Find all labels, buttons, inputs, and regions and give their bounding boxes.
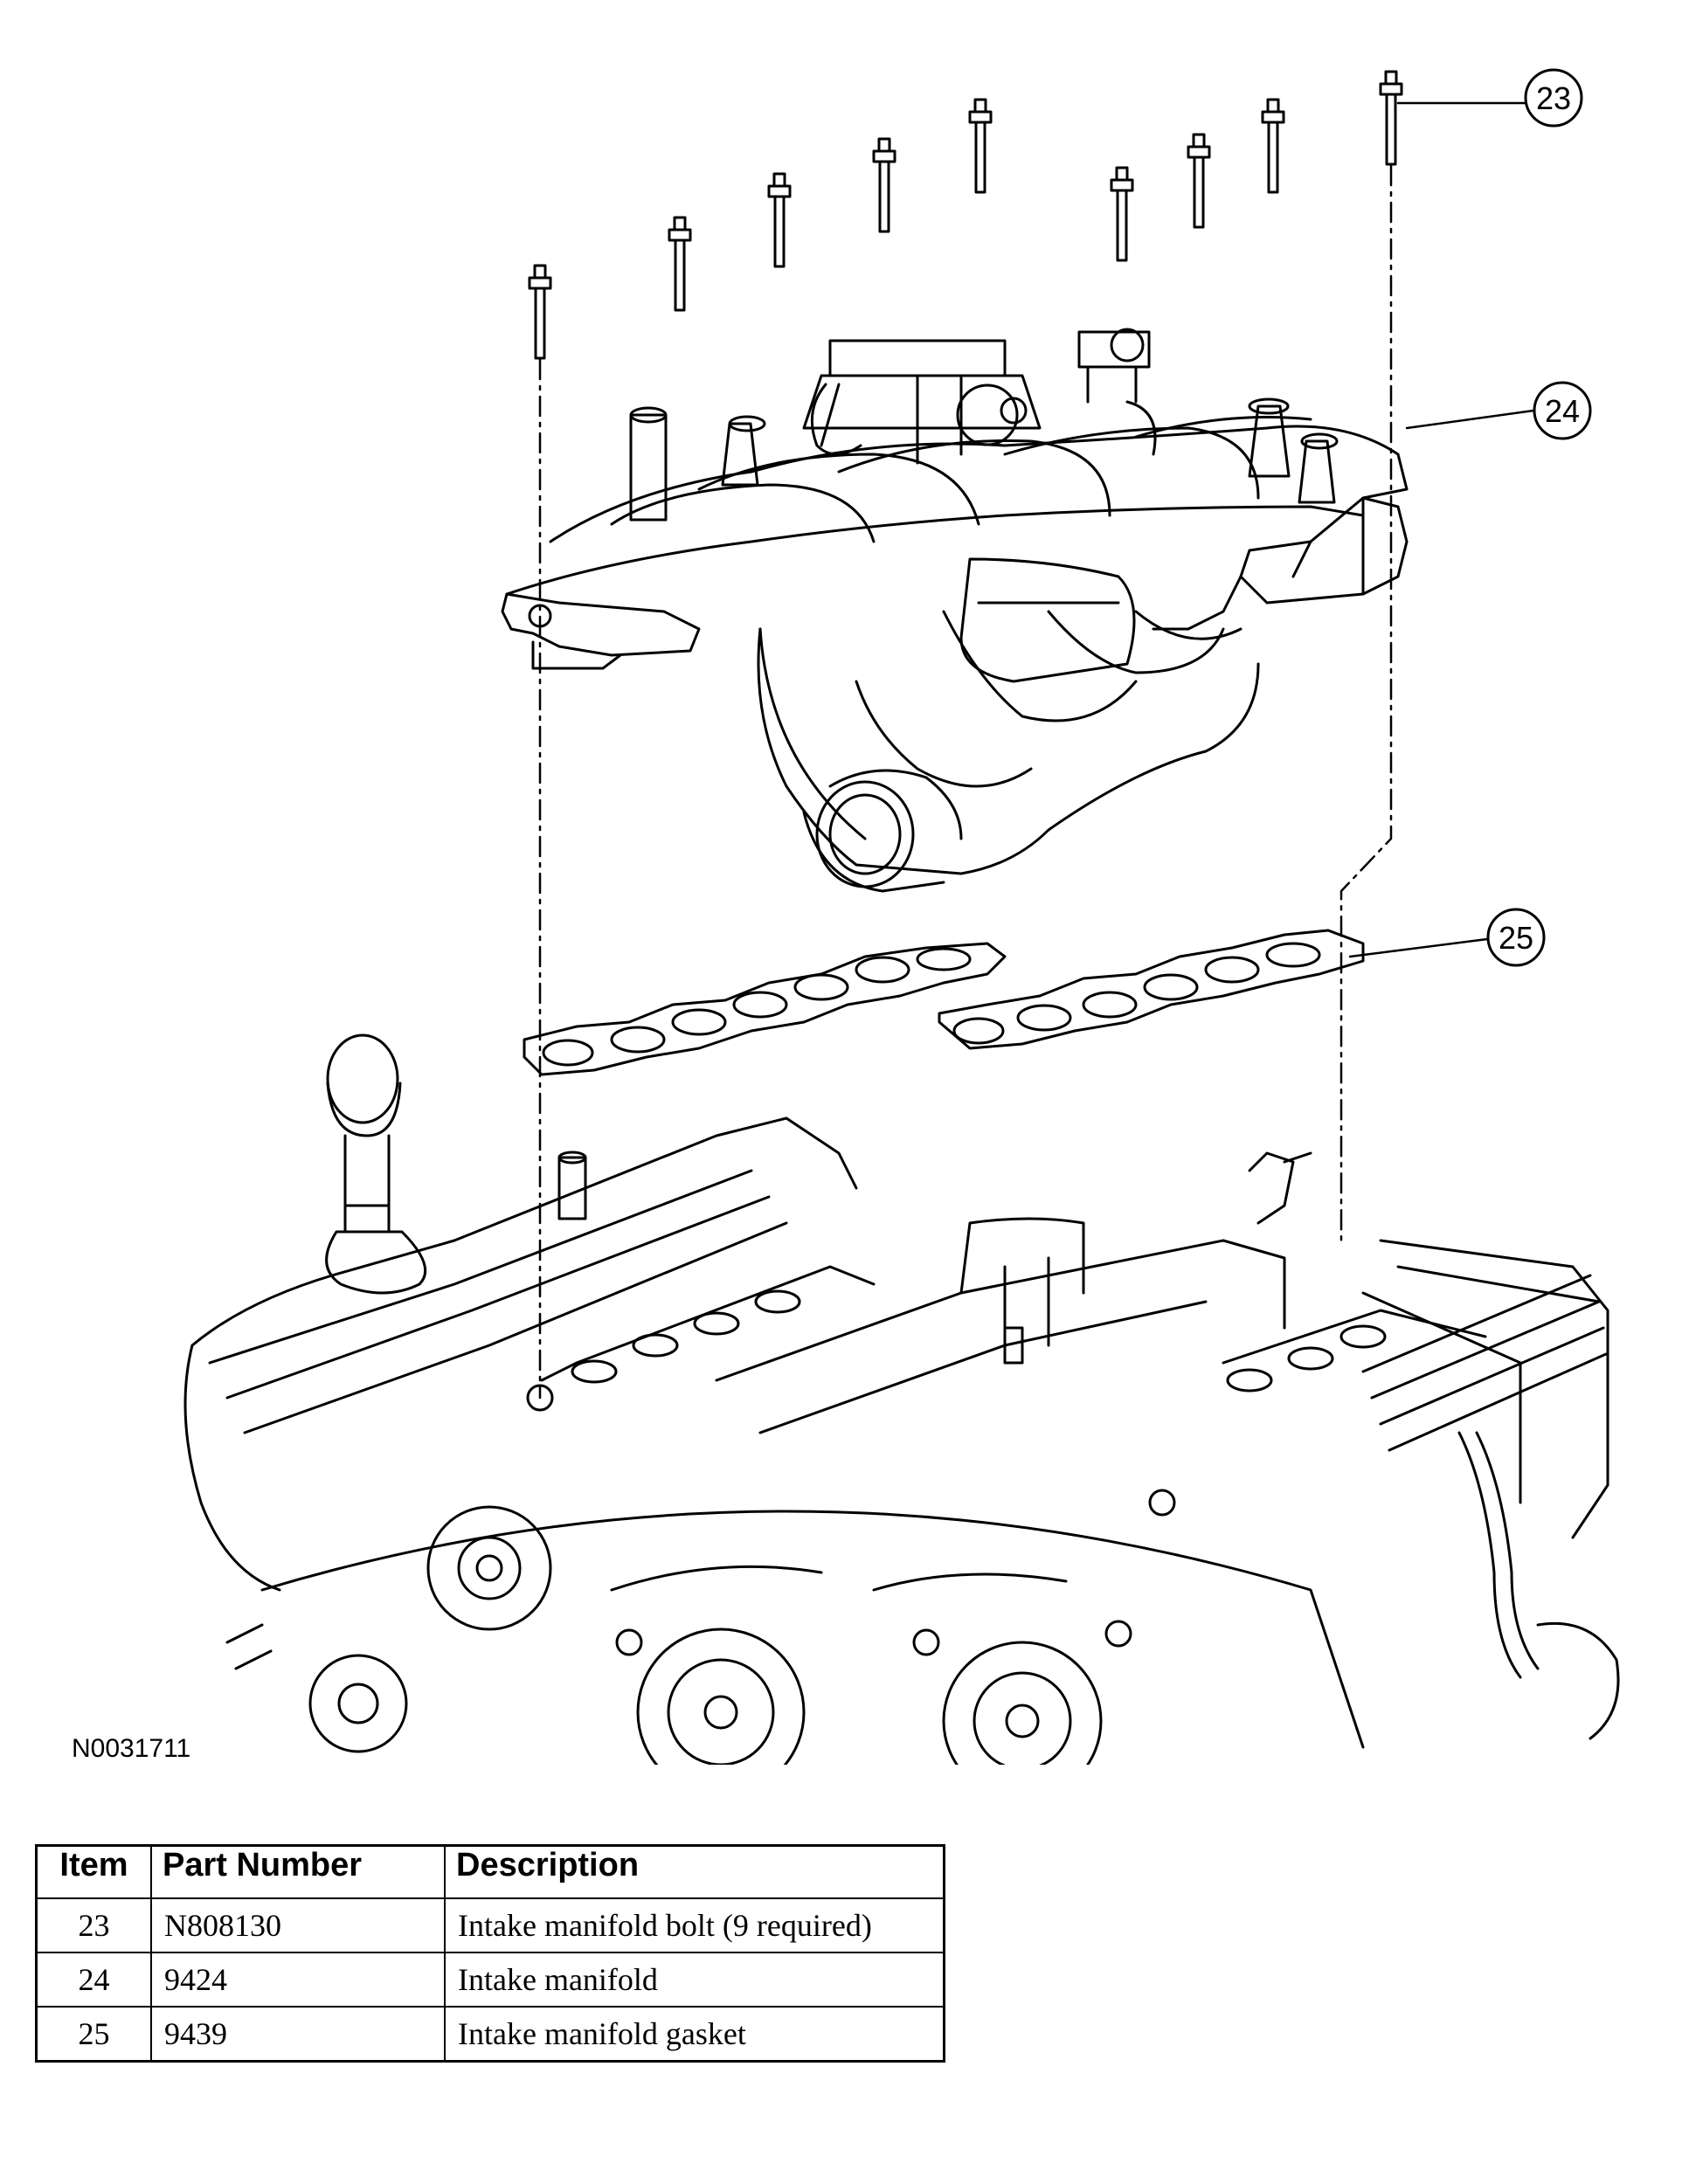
cell-item: 24	[35, 1952, 152, 2008]
table-header-row: Item Part Number Description	[35, 1844, 945, 1899]
alignment-lines	[538, 164, 1393, 1400]
cell-description: Intake manifold bolt (9 required)	[444, 1897, 945, 1953]
cell-description: Intake manifold	[444, 1952, 945, 2008]
header-item: Item	[35, 1844, 152, 1899]
cell-item: 25	[35, 2006, 152, 2063]
callout-24: 24	[1533, 381, 1592, 440]
header-description: Description	[444, 1844, 945, 1899]
cell-item: 23	[35, 1897, 152, 1953]
table-row: 23 N808130 Intake manifold bolt (9 requi…	[35, 1897, 945, 1953]
figure-id: N0031711	[72, 1734, 191, 1763]
bolt-8	[1261, 98, 1285, 194]
cell-part-number: 9424	[150, 1952, 446, 2008]
intake-manifold-gaskets	[523, 929, 1365, 1076]
bolt-1	[528, 264, 552, 360]
engine-block	[183, 1033, 1620, 1765]
header-part-number: Part Number	[150, 1844, 446, 1899]
callout-24-label: 24	[1545, 393, 1580, 429]
bolt-4	[872, 137, 896, 233]
callout-23: 23	[1524, 68, 1583, 128]
callout-25: 25	[1486, 908, 1546, 967]
callout-25-label: 25	[1499, 920, 1533, 956]
table-row: 24 9424 Intake manifold	[35, 1952, 945, 2008]
bolt-3	[767, 172, 792, 268]
cell-description: Intake manifold gasket	[444, 2006, 945, 2063]
exploded-view-diagram: 23 24 25	[183, 68, 1620, 1765]
table-row: 25 9439 Intake manifold gasket	[35, 2006, 945, 2063]
parts-table: Item Part Number Description 23 N808130 …	[35, 1844, 945, 2063]
intake-manifold	[501, 328, 1409, 893]
bolt-9	[1379, 70, 1403, 166]
bolt-6	[1110, 166, 1134, 262]
bolt-5	[968, 98, 993, 194]
cell-part-number: 9439	[150, 2006, 446, 2063]
callout-23-label: 23	[1536, 80, 1571, 116]
cell-part-number: N808130	[150, 1897, 446, 1953]
intake-manifold-bolts	[528, 70, 1403, 360]
leader-lines	[1348, 101, 1535, 958]
bolt-2	[668, 216, 692, 312]
bolt-7	[1187, 133, 1211, 229]
